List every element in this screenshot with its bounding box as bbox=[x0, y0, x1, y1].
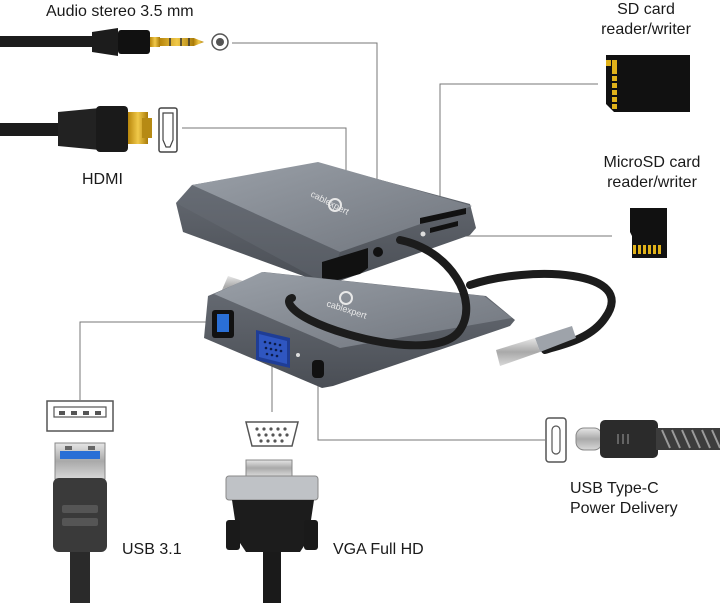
leader-lines bbox=[79, 42, 612, 441]
usb-a-plug-icon bbox=[53, 442, 107, 603]
sd-card-icon bbox=[606, 55, 690, 112]
label-sd-line2: reader/writer bbox=[601, 21, 691, 38]
leader-sd bbox=[439, 83, 598, 212]
label-sd-line1: SD card bbox=[617, 1, 675, 18]
label-usb: USB 3.1 bbox=[122, 541, 182, 558]
hdmi-port bbox=[322, 248, 368, 282]
bottom-hub: cablexpert bbox=[204, 272, 515, 388]
leader-usbc bbox=[317, 372, 545, 441]
usb-c-plug-icon bbox=[575, 420, 720, 458]
label-usbc: USB Type-C Power Delivery bbox=[570, 479, 678, 519]
hdmi-port-icon bbox=[158, 107, 178, 153]
vga-port-icon bbox=[245, 421, 299, 447]
hdmi-cable-icon bbox=[0, 106, 152, 152]
usb-c-port-icon bbox=[545, 417, 567, 463]
label-microsd-line1: MicroSD card bbox=[603, 154, 701, 171]
label-microsd: MicroSD card reader/writer bbox=[590, 153, 714, 193]
sd-slot bbox=[420, 208, 466, 224]
vga-plug-icon bbox=[225, 459, 319, 603]
audio-port bbox=[373, 247, 383, 257]
microsd-card-icon bbox=[630, 208, 667, 258]
leader-usb bbox=[79, 321, 210, 400]
audio-jack-icon bbox=[0, 28, 229, 56]
label-sd: SD card reader/writer bbox=[586, 0, 706, 40]
leader-audio bbox=[232, 42, 378, 228]
usb-c-port bbox=[312, 360, 324, 378]
top-hub: cablexpert bbox=[176, 162, 476, 285]
label-microsd-line2: reader/writer bbox=[607, 174, 697, 191]
label-vga: VGA Full HD bbox=[333, 541, 424, 558]
microsd-slot bbox=[430, 221, 458, 233]
label-usbc-line1: USB Type-C bbox=[570, 480, 659, 497]
label-hdmi: HDMI bbox=[82, 171, 123, 188]
label-audio: Audio stereo 3.5 mm bbox=[46, 3, 194, 20]
attached-usbc-cable bbox=[285, 236, 616, 366]
label-usbc-line2: Power Delivery bbox=[570, 500, 678, 517]
usb-a-port-icon bbox=[46, 400, 114, 432]
